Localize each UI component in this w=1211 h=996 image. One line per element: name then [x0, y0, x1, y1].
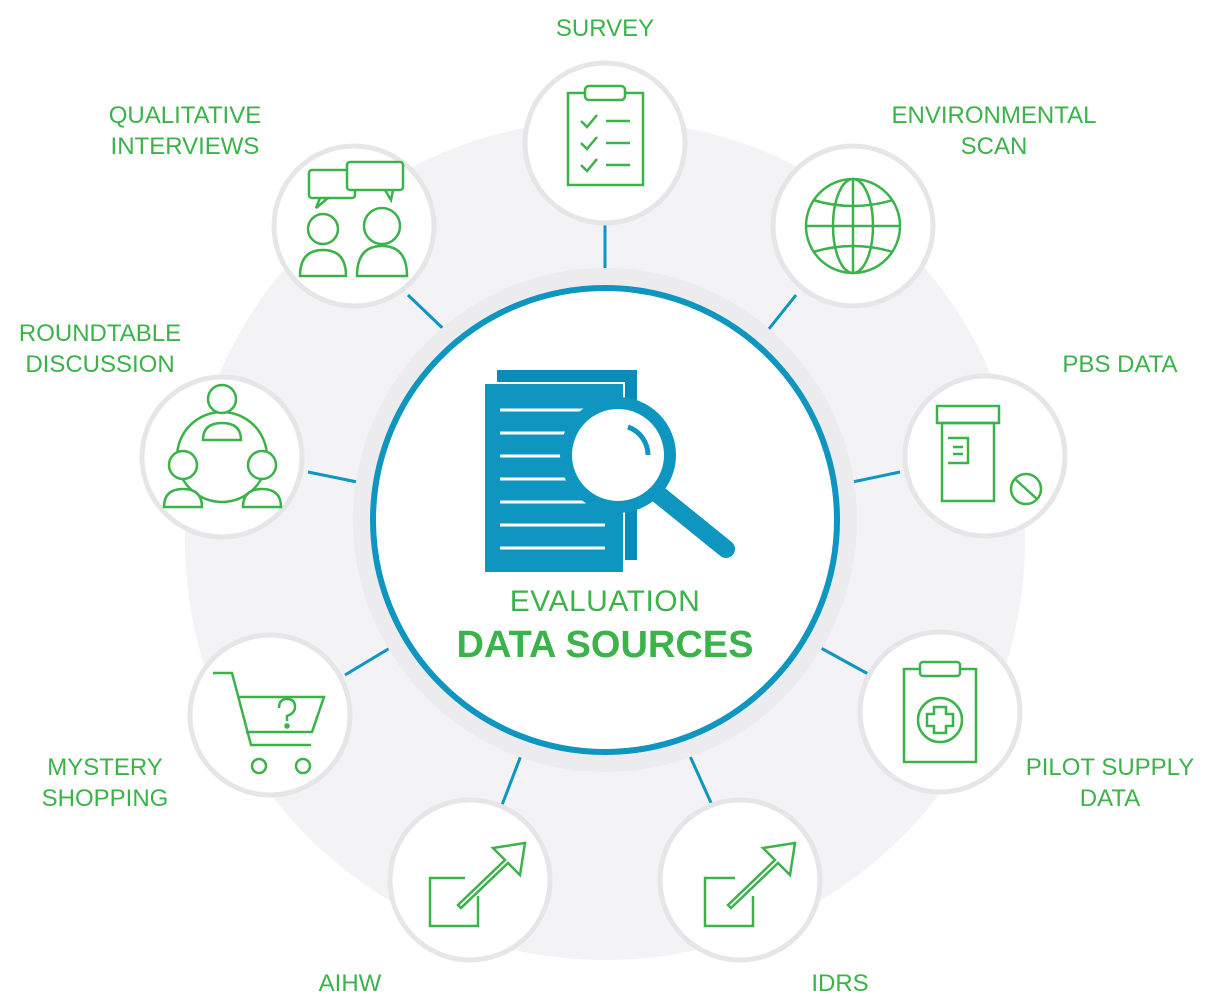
documents-magnifier-icon: [483, 370, 739, 574]
label-aihw: AIHW: [318, 970, 382, 996]
node-roundtable-discussion: [139, 374, 305, 540]
center-title-line1: EVALUATION: [509, 585, 701, 618]
center-title-line2: DATA SOURCES: [456, 624, 754, 666]
label-survey: SURVEY: [555, 15, 655, 42]
node-aihw: [387, 797, 553, 963]
globe-icon: [804, 177, 902, 275]
node-mystery-shopping: [187, 632, 353, 798]
node-pilot-supply-data: [857, 629, 1023, 795]
shopping-cart-question-icon: [213, 671, 326, 775]
label-qualitative-interviews: QUALITATIVE INTERVIEWS: [108, 102, 262, 160]
external-link-icon: [428, 841, 527, 928]
label-mystery-shopping: MYSTERY SHOPPING: [41, 754, 169, 812]
label-pbs-data: PBS DATA: [1062, 351, 1178, 378]
pill-bottle-icon: [935, 404, 1043, 506]
label-idrs: IDRS: [811, 970, 869, 996]
group-network-icon: [162, 383, 283, 509]
label-roundtable-discussion: ROUNDTABLE DISCUSSION: [18, 320, 182, 378]
node-pbs-data: [902, 373, 1068, 539]
external-link-icon: [703, 841, 797, 928]
medical-clipboard-icon: [902, 660, 978, 764]
node-survey: [522, 60, 688, 226]
label-environmental-scan: ENVIRONMENTAL SCAN: [891, 102, 1097, 160]
clipboard-checklist-icon: [566, 84, 645, 187]
node-qualitative-interviews: [271, 143, 437, 309]
two-people-speech-icon: [298, 160, 409, 278]
node-idrs: [657, 797, 823, 963]
label-pilot-supply-data: PILOT SUPPLY DATA: [1025, 754, 1195, 812]
node-environmental-scan: [770, 143, 936, 309]
